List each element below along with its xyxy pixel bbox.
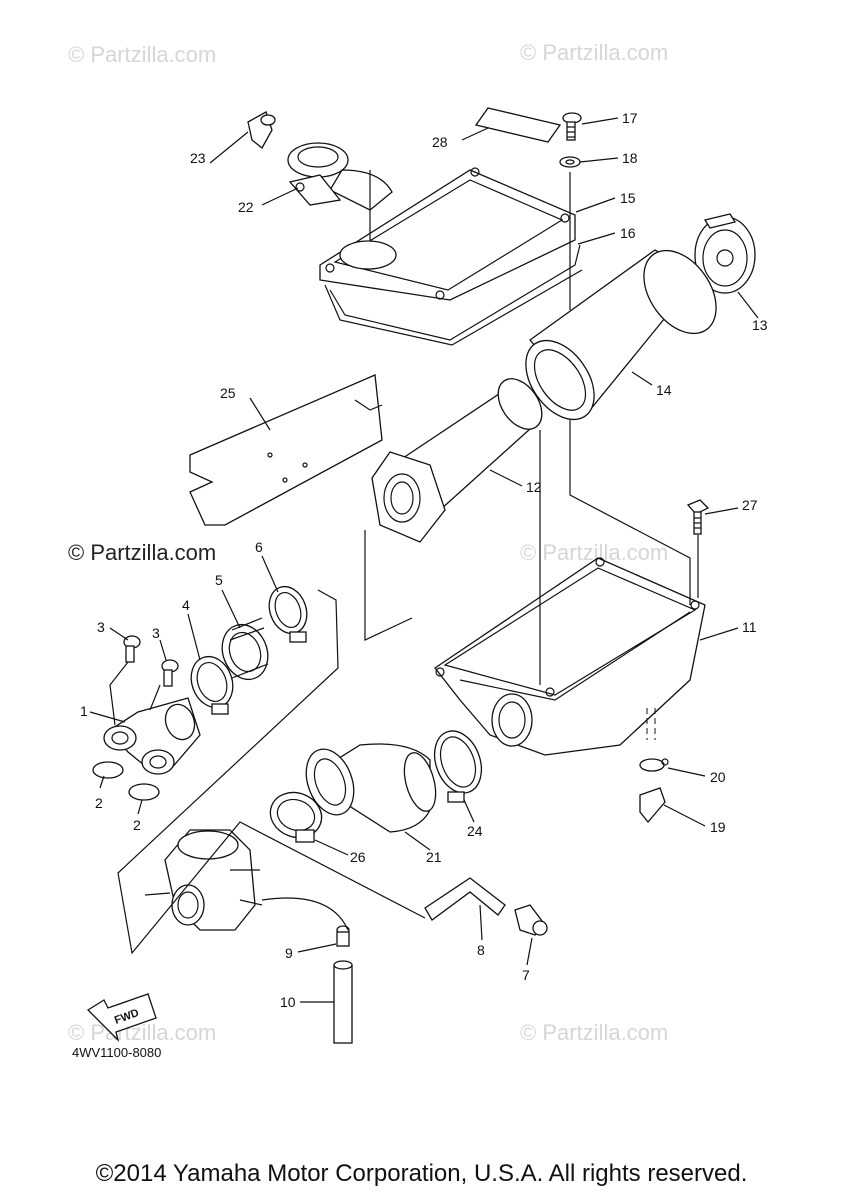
part-8-hose: [424, 877, 506, 921]
callout-11: 11: [742, 619, 757, 635]
callout-14: 14: [656, 382, 672, 398]
callout-27: 27: [742, 497, 758, 513]
part-12-filter-guide: [371, 378, 543, 543]
callout-10: 10: [280, 994, 296, 1010]
callout-17: 17: [622, 110, 638, 126]
callout-6: 6: [255, 539, 263, 555]
part-26-hose-clamp: [269, 791, 323, 843]
part-18-washer: [559, 156, 581, 168]
assembly-reference-lines: [109, 170, 699, 955]
callout-18: 18: [622, 150, 638, 166]
callout-16: 16: [620, 225, 636, 241]
callout-20: 20: [710, 769, 726, 785]
part-19-drain-plug: [639, 787, 666, 824]
diagram-code: 4WV1100-8080: [72, 1045, 161, 1060]
part-28-label-sticker: [474, 107, 562, 143]
callout-8: 8: [477, 942, 485, 958]
callout-12: 12: [526, 479, 542, 495]
callout-5: 5: [215, 572, 223, 588]
callout-3: 3: [97, 619, 105, 635]
part-2-o-ring: [128, 783, 160, 801]
part-3-screw: [123, 635, 141, 663]
part-1-intake-manifold: [103, 697, 201, 775]
part-20-clip: [639, 758, 669, 772]
part-16-gasket: [324, 244, 583, 346]
part-6-hose-clamp: [268, 585, 308, 643]
part-22-intake-joint: [287, 142, 393, 211]
part-21-air-filter-joint: [305, 743, 437, 833]
part-11-air-box-case: [434, 557, 706, 756]
callout-26: 26: [350, 849, 366, 865]
callout-28: 28: [432, 134, 448, 150]
parts-diagram: © Partzilla.com © Partzilla.com © Partzi…: [68, 40, 768, 1060]
callout-15: 15: [620, 190, 636, 206]
callout-13: 13: [752, 317, 768, 333]
callout-7: 7: [522, 967, 530, 983]
callout-21: 21: [426, 849, 442, 865]
part-5-carburetor-joint: [221, 617, 269, 681]
watermark: © Partzilla.com: [520, 1020, 668, 1045]
watermark: © Partzilla.com: [520, 40, 668, 65]
part-17-screw: [562, 112, 582, 141]
part-15-air-box-cover: [319, 167, 576, 301]
callout-25: 25: [220, 385, 236, 401]
copyright-notice: ©2014 Yamaha Motor Corporation, U.S.A. A…: [95, 1160, 748, 1187]
part-27-bolt: [686, 499, 710, 535]
callout-3: 3: [152, 625, 160, 641]
callout-2: 2: [133, 817, 141, 833]
part-25-heat-shield-plate: [189, 374, 383, 526]
callout-19: 19: [710, 819, 726, 835]
watermark: © Partzilla.com: [68, 42, 216, 67]
part-2-o-ring: [92, 761, 124, 779]
forward-direction-arrow: FWD: [86, 993, 157, 1043]
part-10-hose: [333, 960, 353, 1044]
part-14-air-filter-element: [525, 249, 717, 421]
part-4-hose-clamp: [190, 655, 234, 715]
part-13-end-cap: [694, 213, 756, 294]
callout-22: 22: [238, 199, 254, 215]
callout-24: 24: [467, 823, 483, 839]
part-7-hose-fitting: [514, 904, 548, 936]
carburetor-assembly: [144, 829, 263, 931]
callout-23: 23: [190, 150, 206, 166]
callout-1: 1: [80, 703, 88, 719]
callout-2: 2: [95, 795, 103, 811]
part-24-hose-clamp: [433, 730, 483, 803]
watermark: © Partzilla.com: [68, 540, 216, 565]
part-9-fitting: [336, 925, 350, 947]
callout-9: 9: [285, 945, 293, 961]
part-23-breather-fitting: [247, 111, 276, 149]
callout-leader-lines: [89, 117, 759, 1003]
part-3-screw: [161, 659, 179, 687]
watermark: © Partzilla.com: [68, 1020, 216, 1045]
callout-4: 4: [182, 597, 190, 613]
